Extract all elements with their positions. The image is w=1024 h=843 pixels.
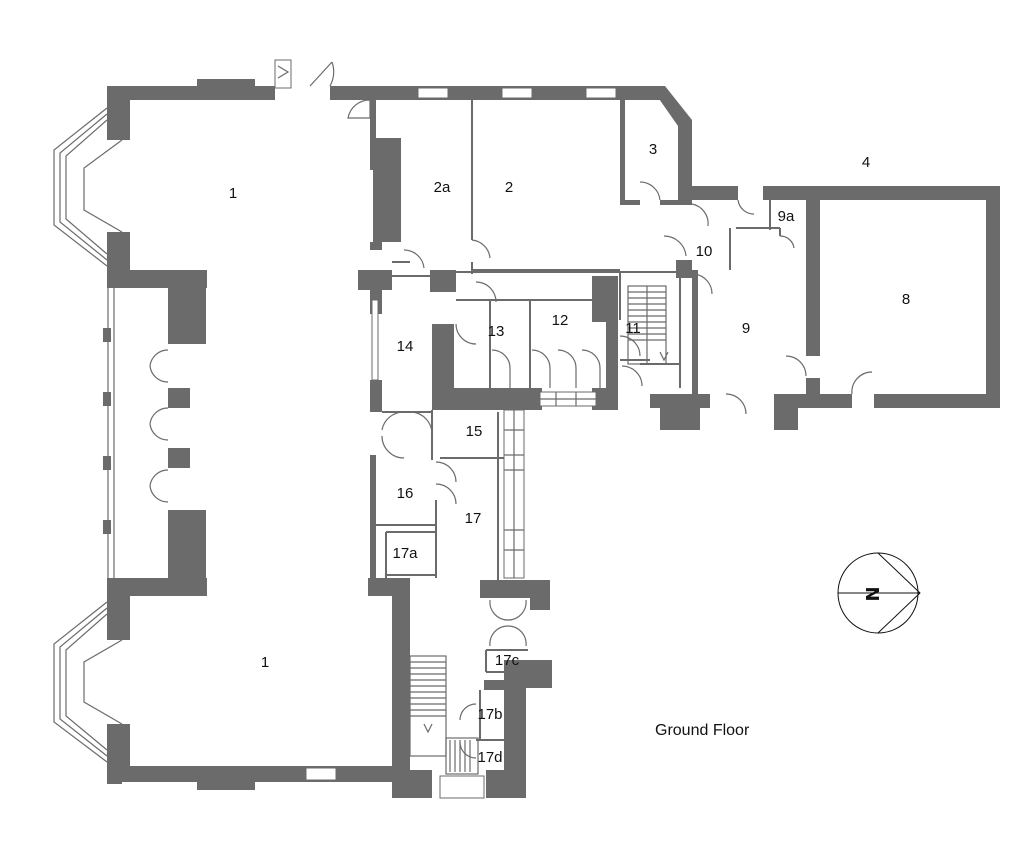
room-16-label: 16 bbox=[397, 485, 414, 502]
room-4-label: 4 bbox=[862, 154, 870, 171]
room-2a-label: 2a bbox=[434, 179, 451, 196]
room-2-label: 2 bbox=[505, 179, 513, 196]
room-13-label: 13 bbox=[488, 323, 505, 340]
doors bbox=[149, 59, 873, 759]
room-10-label: 10 bbox=[696, 243, 713, 260]
room-12-label: 12 bbox=[552, 312, 569, 329]
compass-icon: N bbox=[837, 552, 921, 634]
room-3-label: 3 bbox=[649, 141, 657, 158]
room-17-label: 17 bbox=[465, 510, 482, 527]
partitions bbox=[376, 100, 781, 741]
walls bbox=[107, 79, 1000, 798]
stairs bbox=[409, 285, 669, 775]
room-1-north-label: 1 bbox=[229, 185, 237, 202]
room-17c-label: 17c bbox=[495, 652, 520, 669]
room-1-south-label: 1 bbox=[261, 654, 269, 671]
north-label: N bbox=[863, 586, 884, 601]
bay-windows bbox=[53, 107, 123, 763]
room-labels: 1 1 2 2a 3 4 8 9 9a 10 11 12 13 14 15 16… bbox=[229, 141, 910, 766]
room-17b-label: 17b bbox=[477, 706, 502, 723]
room-9a-label: 9a bbox=[778, 208, 795, 225]
room-17d-label: 17d bbox=[477, 749, 502, 766]
windows bbox=[103, 87, 617, 799]
room-9-label: 9 bbox=[742, 320, 750, 337]
room-14-label: 14 bbox=[397, 338, 414, 355]
room-15-label: 15 bbox=[466, 423, 483, 440]
room-17a-label: 17a bbox=[392, 545, 418, 562]
plan-title: Ground Floor bbox=[655, 722, 750, 739]
room-11-label: 11 bbox=[625, 320, 641, 337]
room-8-label: 8 bbox=[902, 291, 910, 308]
